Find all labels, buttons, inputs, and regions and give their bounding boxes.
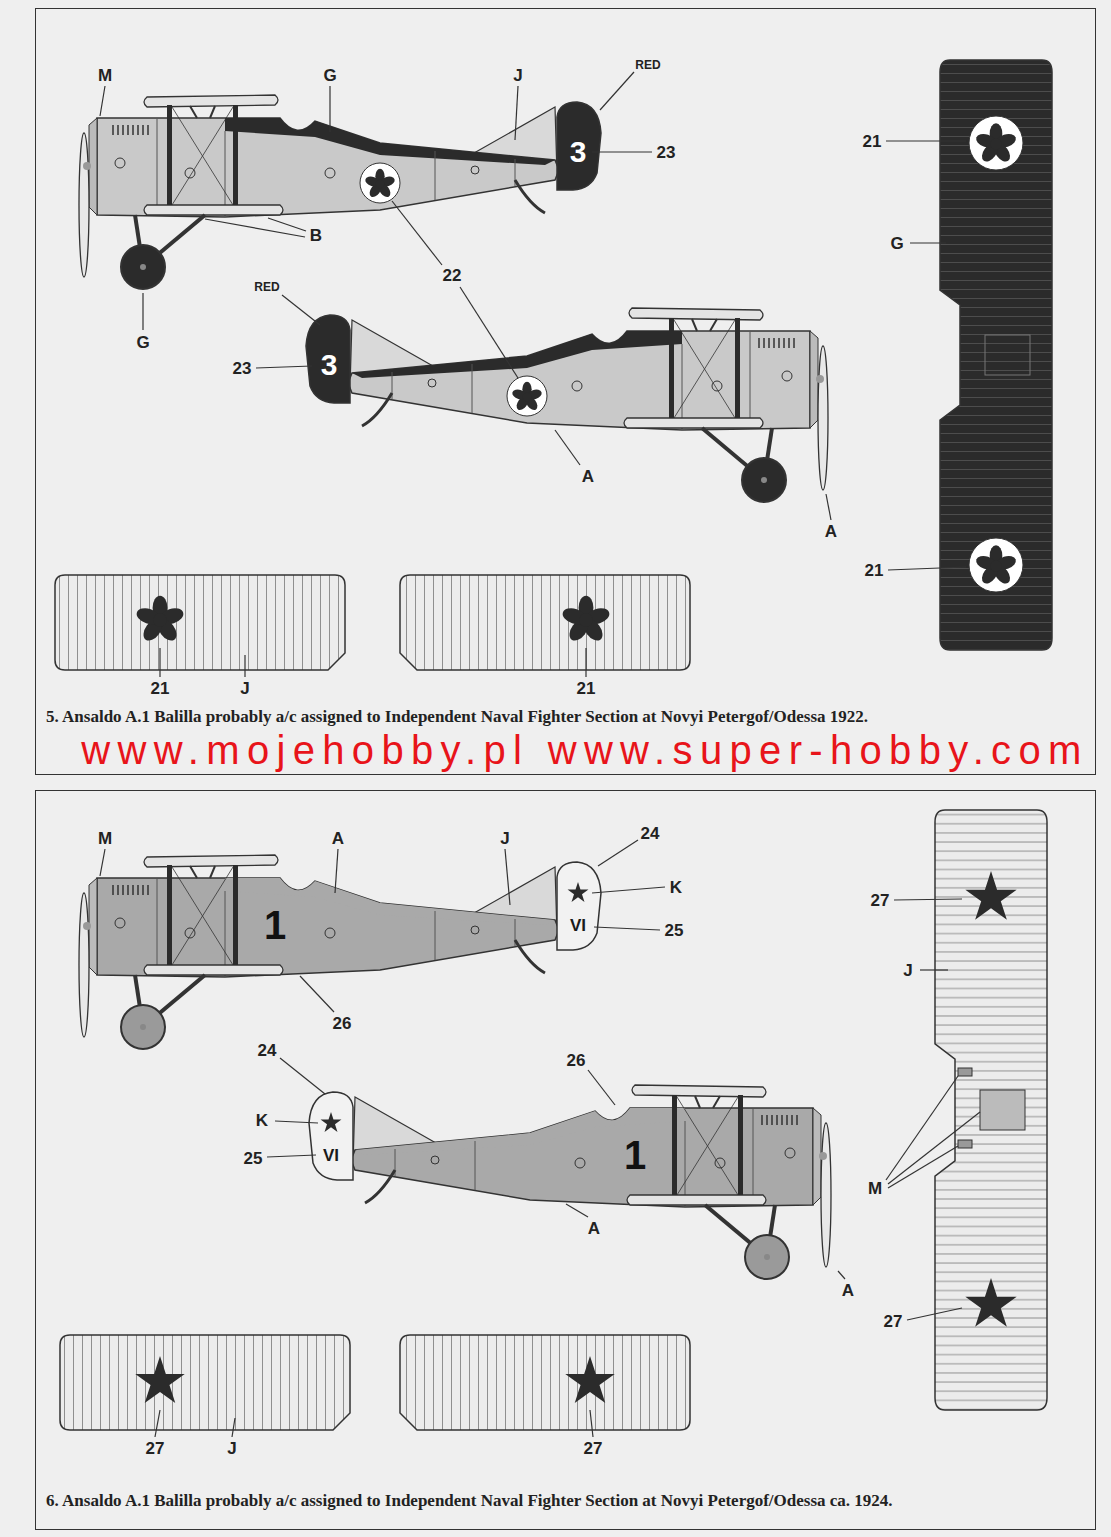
unit-marking: VI (323, 1147, 339, 1164)
callout-letter: A (842, 1282, 854, 1299)
callout-letter: 26 (567, 1052, 586, 1069)
marker-panels (958, 1068, 972, 1148)
callout-letter: M (98, 67, 112, 84)
callout-letter: A (332, 830, 344, 847)
callout-letter: 23 (657, 144, 676, 161)
callout-letter: J (903, 962, 912, 979)
caption: 6. Ansaldo A.1 Balilla probably a/c assi… (46, 1491, 893, 1511)
upper-wing-plan (940, 60, 1052, 650)
callout-letter: A (582, 468, 594, 485)
lower-wing-plan (55, 575, 345, 670)
aircraft-side-view (79, 95, 601, 289)
colour-note: RED (254, 281, 279, 293)
rudder-star (568, 882, 589, 902)
callout-letter: 27 (871, 892, 890, 909)
callout-letter: M (98, 830, 112, 847)
unit-marking: VI (570, 917, 586, 934)
lower-wing-plan (400, 1335, 690, 1430)
caption: 5. Ansaldo A.1 Balilla probably a/c assi… (46, 707, 868, 727)
roundel (360, 163, 547, 416)
wing-star (565, 1356, 614, 1403)
wing-star (135, 596, 186, 644)
lower-wing-plan (60, 1335, 350, 1430)
aircraft-number: 1 (624, 1135, 646, 1175)
colour-note: RED (635, 59, 660, 71)
callout-letter: 25 (244, 1150, 263, 1167)
wing-star (561, 596, 612, 644)
callout-letter: G (323, 67, 336, 84)
callout-letter: 23 (233, 360, 252, 377)
drawing-panel: 6. Ansaldo A.1 Balilla probably a/c assi… (35, 790, 1096, 1530)
aircraft-side-view (79, 855, 601, 1049)
aircraft-number: 1 (264, 905, 286, 945)
aircraft-number: 3 (321, 350, 338, 380)
aircraft-number: 3 (570, 137, 587, 167)
rudder-star (321, 1112, 342, 1132)
callout-letter: J (500, 830, 509, 847)
callout-letter: J (227, 1440, 236, 1457)
lower-wing-plan (400, 575, 690, 670)
upper-wing-plan (935, 810, 1047, 1410)
callout-letter: 24 (258, 1042, 277, 1059)
callout-letter: 27 (884, 1313, 903, 1330)
drawing-panel: 5. Ansaldo A.1 Balilla probably a/c assi… (35, 8, 1096, 775)
callout-letter: B (310, 227, 322, 244)
watermark: www.mojehobby.pl www.super-hobby.com (81, 730, 1088, 770)
callout-letter: 27 (584, 1440, 603, 1457)
callout-letter: A (825, 523, 837, 540)
callout-letter: 21 (863, 133, 882, 150)
callout-letter: 21 (577, 680, 596, 697)
callout-letter: 25 (665, 922, 684, 939)
centre-section (985, 335, 1030, 375)
callout-letter: 22 (443, 267, 462, 284)
wing-roundel (969, 116, 1023, 592)
callout-letter: 24 (641, 825, 660, 842)
wing-star (965, 871, 1016, 920)
callout-letter: 27 (146, 1440, 165, 1457)
callout-letter: 21 (865, 562, 884, 579)
callout-letter: 21 (151, 680, 170, 697)
wing-star (965, 1278, 1016, 1327)
aircraft-side-view (309, 1085, 831, 1279)
centre-section (980, 1090, 1025, 1130)
callout-letter: K (670, 879, 682, 896)
callout-letter: J (240, 680, 249, 697)
callout-letter: J (513, 67, 522, 84)
callout-letter: K (256, 1112, 268, 1129)
callout-letter: 26 (333, 1015, 352, 1032)
callout-letter: G (890, 235, 903, 252)
callout-letter: A (588, 1220, 600, 1237)
wing-star (135, 1356, 184, 1403)
callout-letter: G (136, 334, 149, 351)
callout-letter: M (868, 1180, 882, 1197)
aircraft-side-view (306, 308, 828, 502)
